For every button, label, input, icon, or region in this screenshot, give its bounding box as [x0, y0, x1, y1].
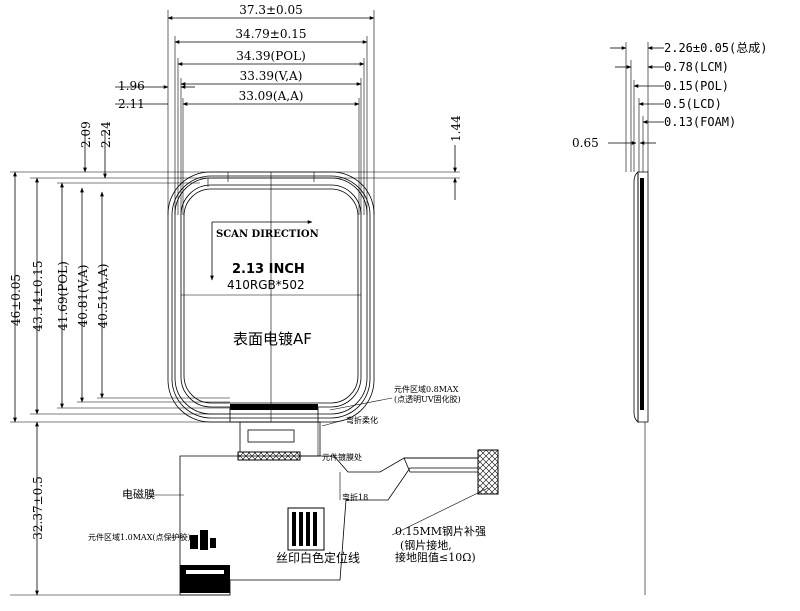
connector-pads: [287, 507, 325, 551]
dim-211: 2.11: [118, 97, 145, 111]
note-silk: 丝印白色定位线: [276, 550, 360, 565]
note-comp-area-left: 元件区域1.0MAX(点保护胶): [88, 532, 191, 542]
dim-pol-width: 34.39(POL): [236, 49, 306, 63]
dim-height-2: 43.14±0.15: [31, 260, 45, 331]
note-film: 元件镀膜处: [322, 452, 362, 462]
note-stiffener-1: 0.15MM钢片补强: [395, 525, 486, 538]
dim-fpc-height: 32.37±0.5: [31, 476, 45, 540]
side-total: 2.26±0.05(总成): [664, 41, 767, 55]
note-comp-area-1: 元件区域0.8MAX: [394, 384, 459, 394]
side-foam: 0.13(FOAM): [664, 115, 736, 129]
callouts: 元件区域0.8MAX (点透明UV固化胶) 弯折柔化 元件镀膜处 弯折18 电磁…: [88, 384, 489, 565]
display-size-label: 2.13 INCH: [232, 262, 305, 277]
side-lcd: 0.5(LCD): [664, 97, 722, 111]
note-bend-2: 弯折18: [342, 492, 368, 502]
dim-224: 2.24: [99, 121, 113, 148]
dim-aa-height: 40.51(A,A): [96, 264, 110, 329]
note-comp-area-2: (点透明UV固化胶): [394, 394, 461, 404]
dim-va-height: 40.81(V,A): [76, 265, 90, 328]
side-edge: 0.65: [572, 136, 599, 150]
side-pol: 0.15(POL): [664, 79, 729, 93]
dim-va-width: 33.39(V,A): [240, 69, 303, 83]
surface-treatment-label: 表面电镀AF: [233, 330, 312, 348]
dim-total-width: 37.3±0.05: [239, 3, 303, 17]
dim-width-2: 34.79±0.15: [235, 27, 306, 41]
top-dimensions: 37.3±0.05 34.79±0.15 34.39(POL) 33.39(V,…: [115, 3, 375, 215]
dim-144: 1.44: [449, 115, 463, 142]
left-dimensions: 2.09 2.24 1.44 46±0.05 43.14±0.15 41.69(…: [9, 115, 463, 596]
side-view: 2.26±0.05(总成) 0.78(LCM) 0.15(POL) 0.5(LC…: [572, 41, 767, 595]
dim-total-height: 46±0.05: [9, 274, 23, 326]
note-stiffener-3: 接地阻值≤10Ω): [395, 551, 476, 564]
note-emi: 电磁膜: [122, 488, 155, 501]
note-stiffener-2: (钢片接地,: [400, 539, 452, 552]
note-bend-1: 弯折柔化: [346, 415, 378, 425]
dim-209: 2.09: [79, 121, 93, 148]
dim-aa-width: 33.09(A,A): [239, 89, 304, 103]
resolution-label: 410RGB*502: [227, 278, 305, 292]
dim-196: 1.96: [118, 79, 145, 93]
dim-pol-height: 41.69(POL): [56, 261, 70, 331]
side-lcm: 0.78(LCM): [664, 60, 729, 74]
display-module: SCAN DIRECTION 2.13 INCH 410RGB*502 表面电镀…: [167, 171, 375, 423]
fpc-assembly: [179, 404, 499, 596]
scan-direction-label: SCAN DIRECTION: [216, 229, 319, 240]
